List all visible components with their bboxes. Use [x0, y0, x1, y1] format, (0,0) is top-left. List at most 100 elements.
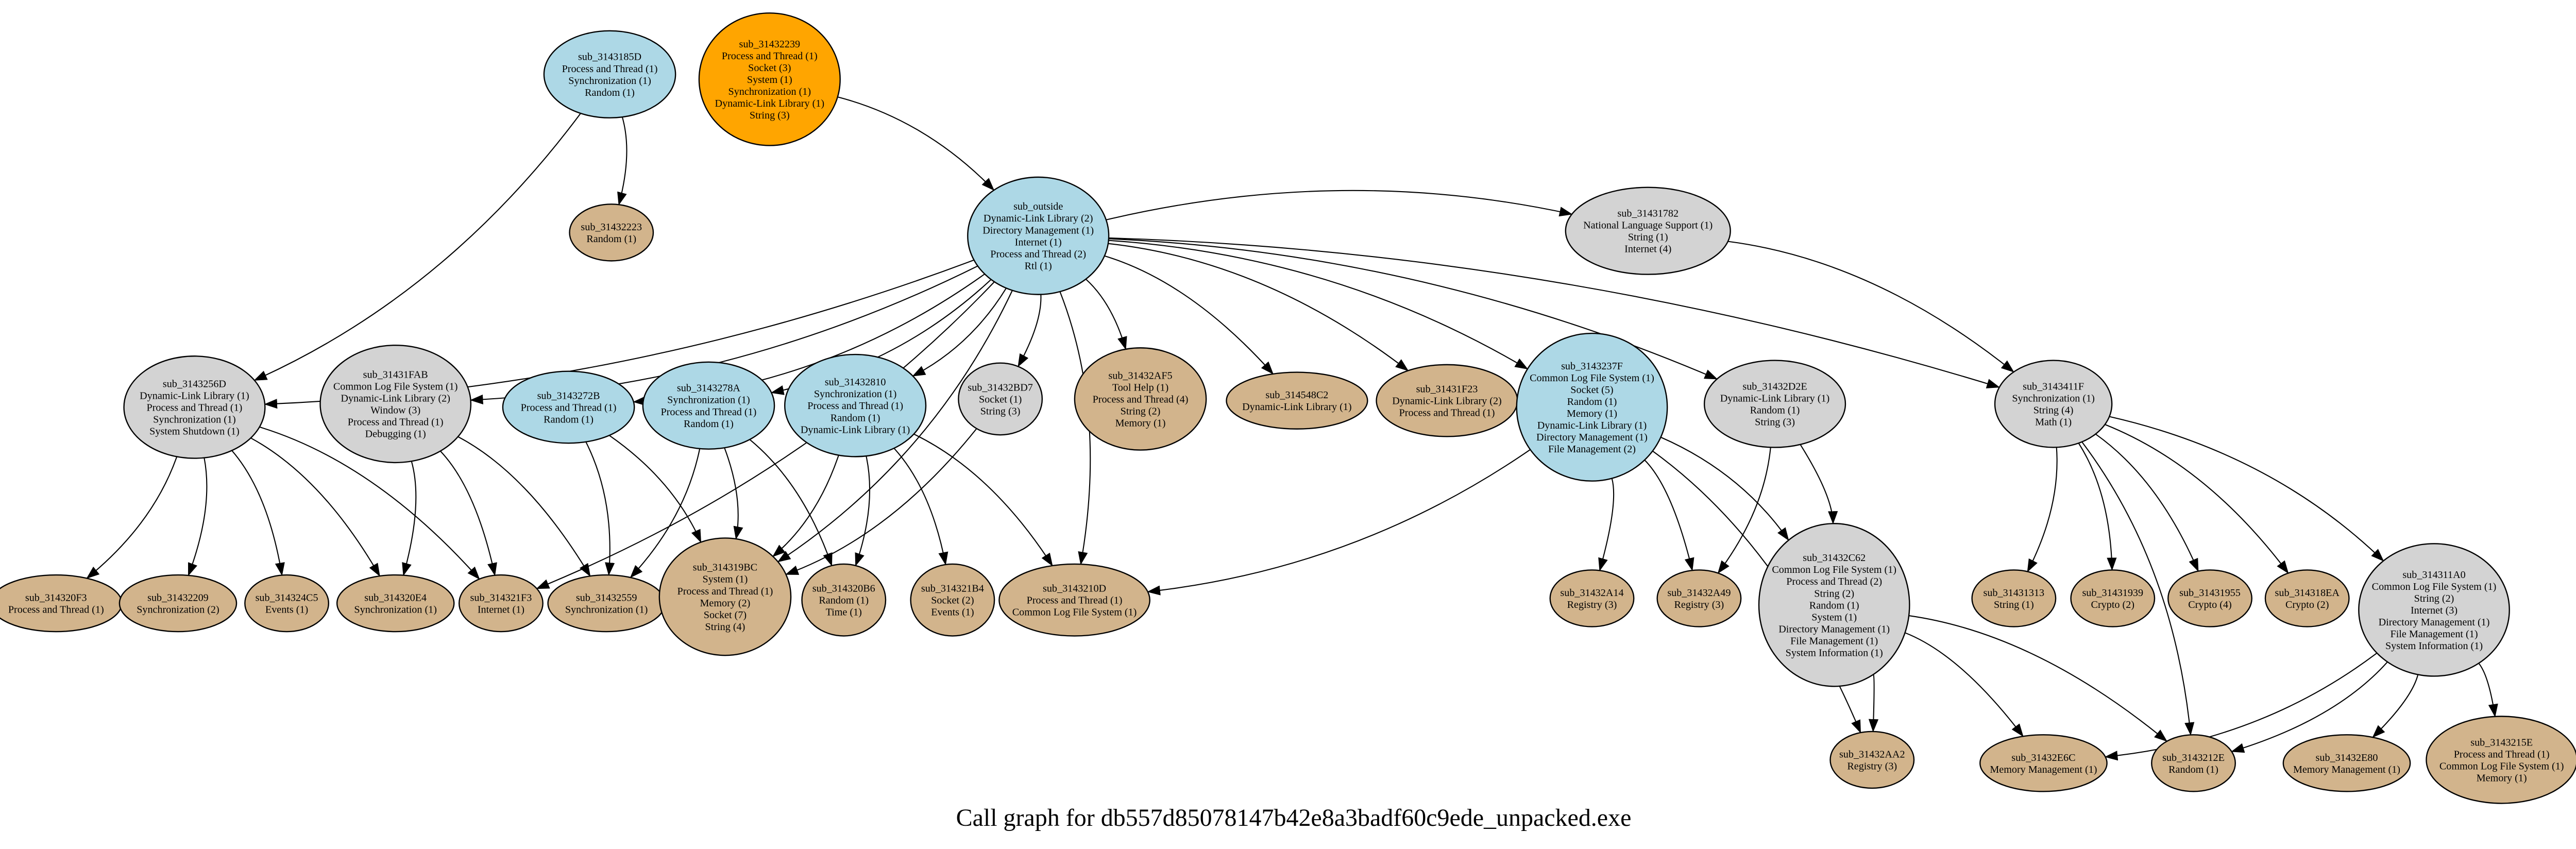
- call-edge-sub_3143256D-to-sub_314320E4: [250, 437, 380, 577]
- node-ellipse: [1549, 569, 1635, 627]
- call-edge-sub_31431FAB-to-sub_314321F3: [439, 450, 497, 576]
- call-edge-sub_3143185D-to-sub_31432223: [617, 116, 628, 206]
- call-edge-sub_outside-to-sub_314321F3: [536, 281, 995, 589]
- node-ellipse: [244, 574, 330, 633]
- call-edge-sub_31432D2E-to-sub_31432C62: [1800, 444, 1838, 524]
- call-edge-sub_3143256D-to-sub_31432209: [188, 457, 208, 576]
- call-edge-sub_3143237F-to-sub_31432C62: [1660, 436, 1789, 541]
- call-edge-sub_outside-to-sub_31432AF5: [1085, 279, 1127, 350]
- node-ellipse: [642, 361, 775, 450]
- call-edge-sub_314311A0-to-sub_3143212E: [2231, 661, 2388, 753]
- node-ellipse: [784, 353, 927, 457]
- node-ellipse: [1516, 332, 1668, 482]
- node-ellipse: [2070, 569, 2156, 627]
- call-edge-sub_3143272B-to-sub_31432559: [585, 442, 615, 576]
- call-edge-sub_outside-to-sub_3143411F: [1109, 237, 2000, 388]
- node-ellipse: [319, 344, 472, 464]
- call-edge-sub_outside-to-sub_31431F23: [1108, 243, 1409, 371]
- call-edge-sub_outside-to-sub_31432810: [912, 287, 1007, 377]
- call-edge-sub_31432C62-to-sub_31432E6C: [1905, 632, 2024, 737]
- node-ellipse: [1074, 347, 1207, 451]
- node-ellipse: [2358, 543, 2510, 677]
- call-edge-sub_3143185D-to-sub_3143256D: [253, 113, 581, 381]
- call-edge-sub_31431FAB-to-sub_31432559: [457, 436, 591, 577]
- node-ellipse: [2264, 569, 2350, 627]
- call-edge-sub_outside-to-sub_31432BD7: [1018, 294, 1042, 367]
- call-edge-sub_3143278A-to-sub_314320B6: [749, 439, 833, 567]
- call-edge-sub_31432810-to-sub_314319BC: [772, 455, 839, 557]
- call-edge-sub_3143256D-to-sub_314320F3: [86, 456, 178, 579]
- call-edge-sub_31432810-to-sub_314320B6: [855, 455, 871, 567]
- node-ellipse: [958, 362, 1043, 436]
- call-edge-sub_31432810-to-sub_3143210D: [913, 433, 1053, 567]
- node-ellipse: [658, 537, 792, 656]
- node-ellipse: [543, 30, 676, 118]
- call-edge-sub_outside-to-sub_314548C2: [1104, 255, 1274, 375]
- node-ellipse: [1971, 569, 2057, 627]
- node-ellipse: [123, 355, 266, 459]
- call-edge-sub_3143272B-to-sub_314319BC: [608, 435, 702, 543]
- node-ellipse: [1656, 569, 1742, 627]
- call-edge-sub_3143411F-to-sub_3143212E: [2081, 441, 2195, 736]
- node-ellipse: [118, 574, 238, 633]
- graph-caption: Call graph for db557d85078147b42e8a3badf…: [956, 804, 1632, 831]
- call-edge-sub_3143237F-to-sub_31432A14: [1598, 478, 1615, 571]
- node-ellipse: [1758, 523, 1910, 687]
- call-edge-sub_3143411F-to-sub_31431939: [2078, 443, 2117, 571]
- graph-edges: [86, 96, 2498, 761]
- call-edge-sub_3143411F-to-sub_31431955: [2095, 433, 2199, 572]
- node-ellipse: [1994, 360, 2113, 448]
- call-edge-sub_31432D2E-to-sub_31432A49: [1717, 447, 1771, 574]
- call-edge-sub_31431FAB-to-sub_314320E4: [402, 461, 417, 576]
- call-edge-sub_outside-to-sub_314319BC: [777, 290, 1013, 563]
- node-ellipse: [1829, 731, 1915, 789]
- call-edge-sub_3143411F-to-sub_314318EA: [2105, 424, 2289, 574]
- call-edge-sub_314311A0-to-sub_31432E6C: [2104, 652, 2378, 761]
